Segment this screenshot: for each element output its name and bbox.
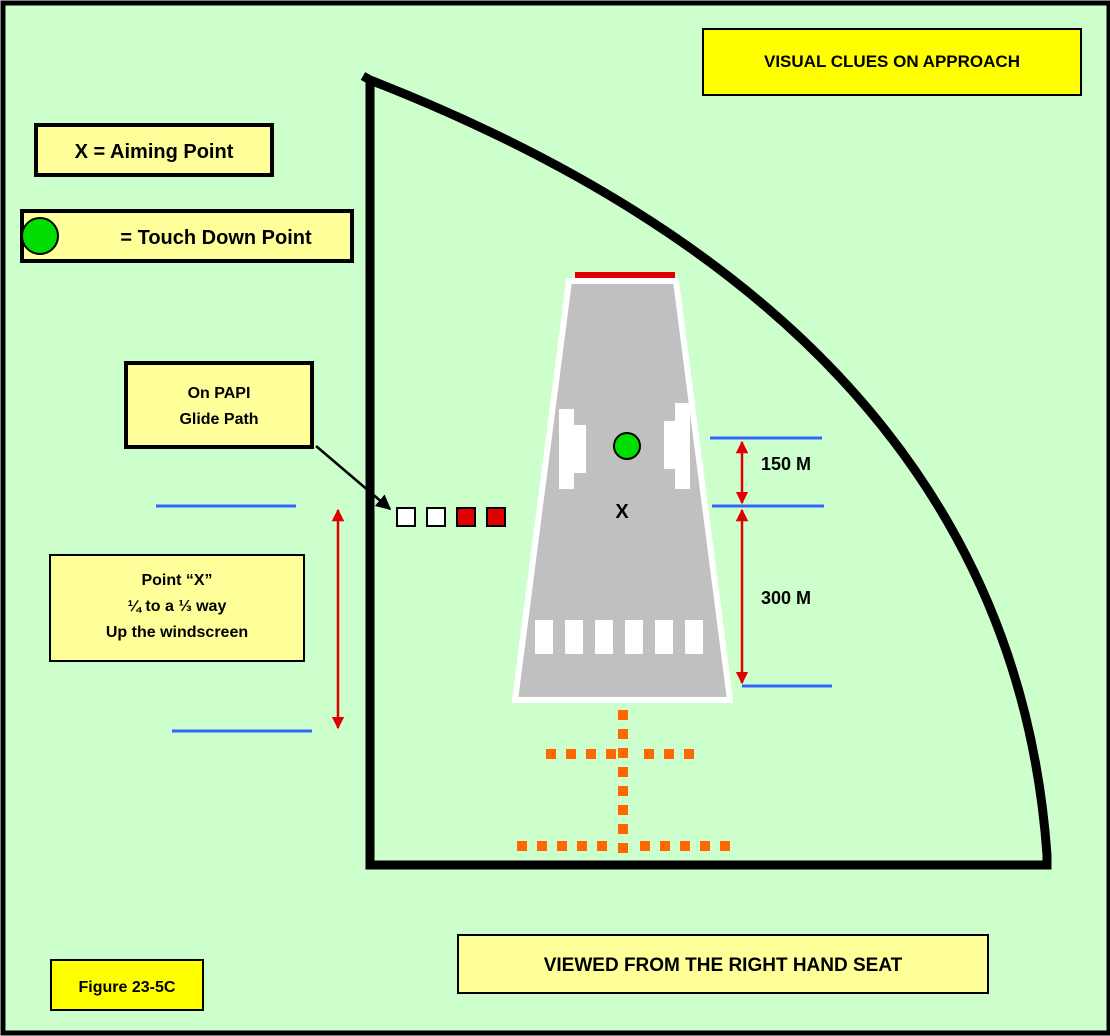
approach-light xyxy=(664,749,674,759)
aiming-point-legend-box xyxy=(34,123,274,177)
approach-light xyxy=(537,841,547,851)
threshold-markings xyxy=(535,620,703,654)
approach-light xyxy=(618,843,628,853)
threshold-stripe xyxy=(535,620,553,654)
touchdown-marking-left-inner xyxy=(574,425,586,473)
touchdown-marking-right-outer xyxy=(675,403,690,489)
approach-light xyxy=(577,841,587,851)
papi-lights xyxy=(396,507,506,527)
approach-light xyxy=(597,841,607,851)
approach-light xyxy=(680,841,690,851)
papi-light-3 xyxy=(456,507,476,527)
touch-down-legend-dot-icon xyxy=(21,217,59,255)
point-x-line3: Up the windscreen xyxy=(106,624,248,641)
approach-light xyxy=(618,824,628,834)
touch-down-point-icon xyxy=(613,432,641,460)
figure-label: Figure 23-5C xyxy=(79,979,176,996)
viewpoint-label: VIEWED FROM THE RIGHT HAND SEAT xyxy=(544,955,903,976)
threshold-stripe xyxy=(565,620,583,654)
approach-light xyxy=(557,841,567,851)
point-x-line1: Point “X” xyxy=(141,572,212,589)
approach-light xyxy=(660,841,670,851)
approach-light xyxy=(517,841,527,851)
approach-light xyxy=(700,841,710,851)
windscreen-frame xyxy=(360,72,1052,870)
title-box xyxy=(702,28,1082,96)
runway xyxy=(511,278,734,703)
threshold-stripe xyxy=(625,620,643,654)
papi-light-4 xyxy=(486,507,506,527)
point-x-line2: ¼ to a ⅓ way xyxy=(128,598,227,615)
approach-light xyxy=(618,729,628,739)
approach-light xyxy=(640,841,650,851)
touch-down-legend-box xyxy=(20,209,354,263)
approach-light xyxy=(618,767,628,777)
threshold-stripe xyxy=(685,620,703,654)
approach-light xyxy=(618,786,628,796)
threshold-stripe xyxy=(595,620,613,654)
papi-callout-box xyxy=(124,361,314,449)
title: VISUAL CLUES ON APPROACH xyxy=(764,52,1020,71)
papi-light-2 xyxy=(426,507,446,527)
papi-callout-line2: Glide Path xyxy=(179,411,258,428)
approach-light xyxy=(606,749,616,759)
papi-callout-line1: On PAPI xyxy=(188,385,251,402)
point-x-box xyxy=(49,554,305,662)
distance-label-150: 150 M xyxy=(761,454,811,474)
approach-light xyxy=(618,710,628,720)
figure-label-box xyxy=(50,959,204,1011)
papi-light-1 xyxy=(396,507,416,527)
threshold-stripe xyxy=(655,620,673,654)
touchdown-marking-right-inner xyxy=(664,421,676,469)
approach-light xyxy=(586,749,596,759)
aiming-point-legend: X = Aiming Point xyxy=(75,141,234,163)
approach-light xyxy=(566,749,576,759)
approach-light xyxy=(720,841,730,851)
touch-down-legend: = Touch Down Point xyxy=(120,227,312,249)
approach-light xyxy=(546,749,556,759)
approach-light xyxy=(618,805,628,815)
aiming-point-mark: X xyxy=(615,501,629,523)
papi-callout-pointer xyxy=(315,445,392,510)
approach-light xyxy=(644,749,654,759)
approach-lights xyxy=(517,710,730,853)
touchdown-marking-left-outer xyxy=(559,409,574,489)
approach-light xyxy=(618,748,628,758)
approach-light xyxy=(684,749,694,759)
viewpoint-label-box xyxy=(457,934,989,994)
distance-label-300: 300 M xyxy=(761,588,811,608)
